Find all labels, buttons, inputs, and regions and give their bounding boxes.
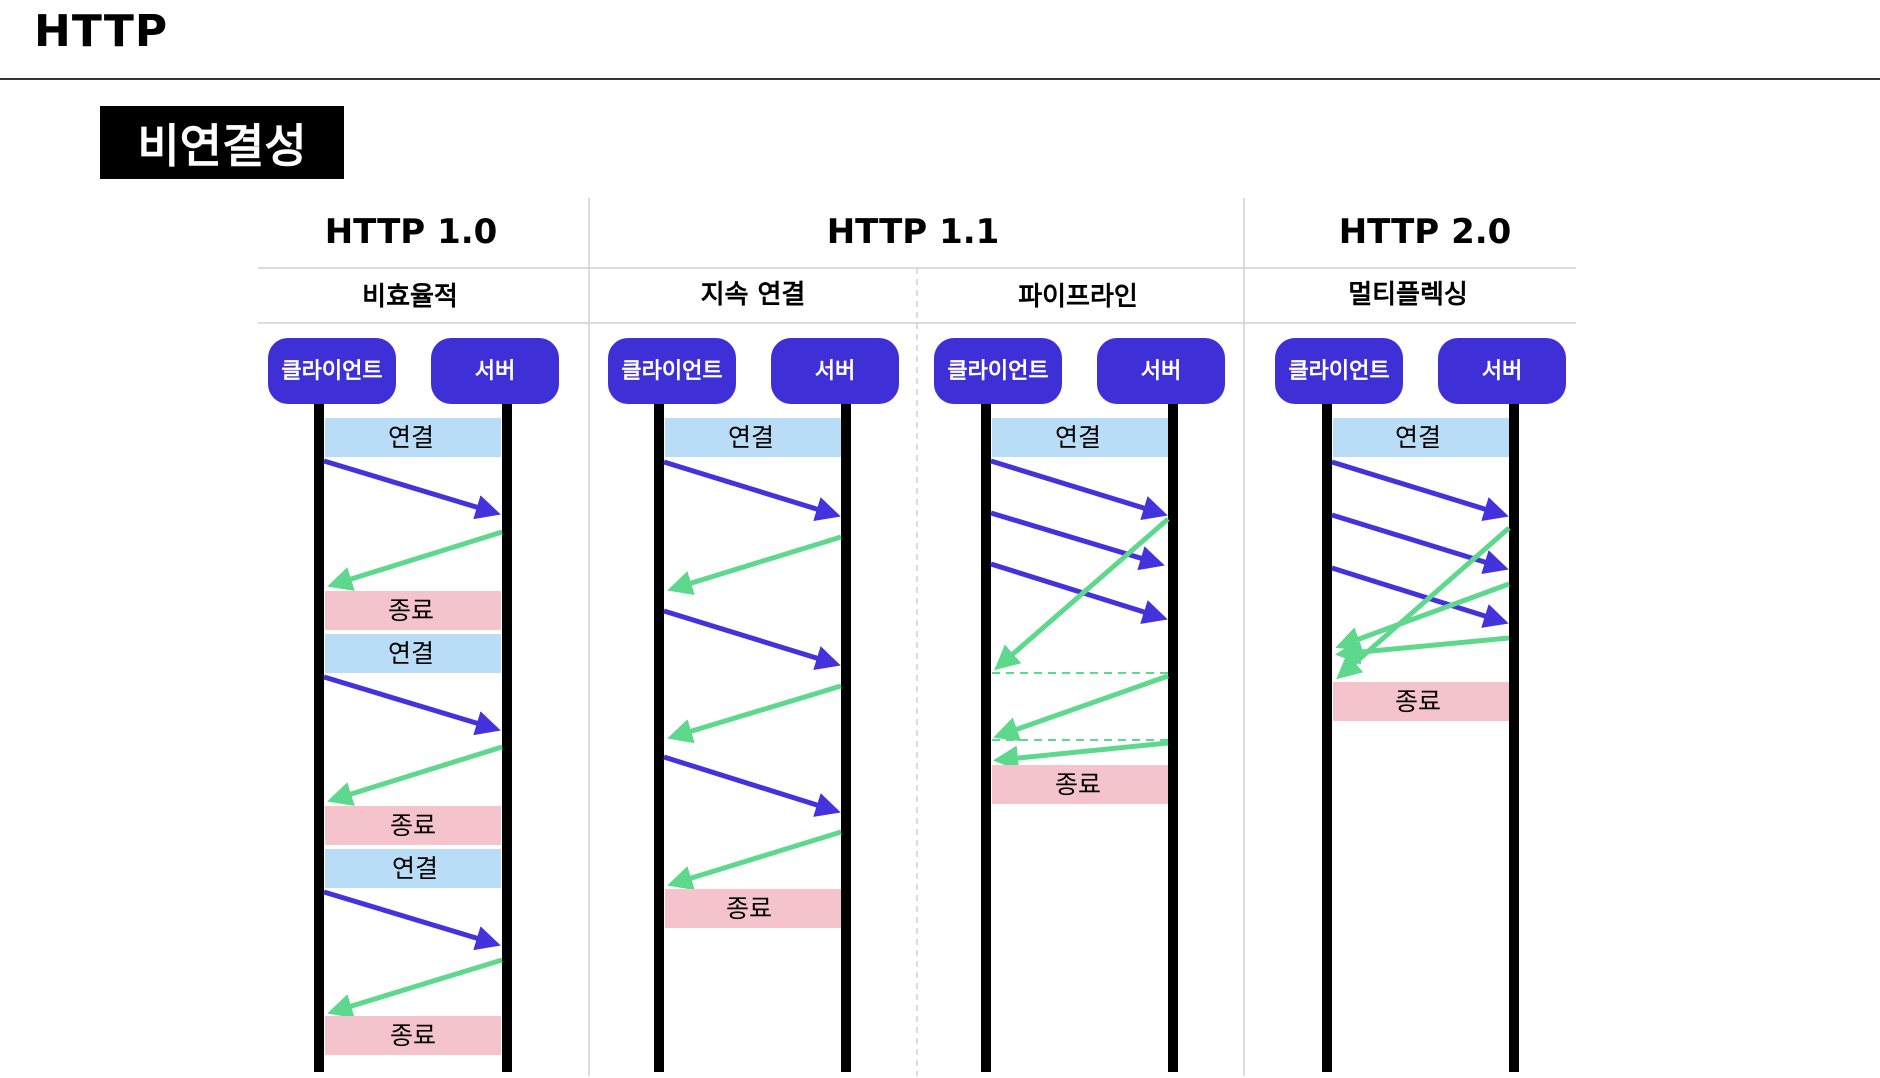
panel-persistent: 클라이언트 서버 연결 종료 — [608, 338, 899, 1072]
response-arrow — [993, 673, 1169, 742]
close-label: 종료 — [388, 596, 434, 625]
client-node — [934, 338, 1062, 404]
connect-label: 연결 — [388, 639, 434, 668]
client-node-label: 클라이언트 — [621, 359, 722, 384]
connect-label: 연결 — [392, 854, 438, 883]
server-node — [771, 338, 899, 404]
request-arrow — [323, 674, 501, 736]
server-node-label: 서버 — [1141, 359, 1181, 384]
server-node — [1097, 338, 1225, 404]
client-node — [268, 338, 396, 404]
server-node — [1438, 338, 1566, 404]
request-arrow — [1331, 565, 1509, 628]
client-node — [608, 338, 736, 404]
response-arrow — [667, 683, 842, 744]
request-arrow — [990, 458, 1168, 521]
connect-label: 연결 — [728, 423, 774, 452]
close-bar — [665, 889, 841, 928]
version-label-http20: HTTP 2.0 — [1339, 212, 1512, 252]
version-label-http11: HTTP 1.1 — [827, 212, 1000, 252]
section-tag: 비연결성 — [100, 106, 344, 179]
close-label: 종료 — [390, 1021, 436, 1050]
connect-bar — [325, 418, 501, 457]
response-arrow — [327, 529, 503, 591]
response-arrow — [993, 740, 1169, 771]
mode-label-inefficient: 비효율적 — [362, 282, 458, 312]
panel-multiplexing: 클라이언트 서버 연결 종료 — [1275, 338, 1566, 1072]
response-arrow — [994, 517, 1170, 671]
request-arrow — [1331, 512, 1509, 575]
close-label: 종료 — [390, 811, 436, 840]
request-arrow — [323, 889, 501, 951]
connect-label: 연결 — [1055, 423, 1101, 452]
close-bar — [325, 591, 501, 630]
close-label: 종료 — [726, 894, 772, 923]
client-node-label: 클라이언트 — [1288, 359, 1389, 384]
mode-label-pipeline: 파이프라인 — [1018, 282, 1138, 312]
response-arrow — [327, 957, 503, 1019]
connect-label: 연결 — [1395, 423, 1441, 452]
close-bar — [992, 765, 1168, 804]
server-node-label: 서버 — [815, 359, 855, 384]
request-arrow — [1331, 459, 1509, 522]
response-arrow — [1335, 581, 1510, 651]
connect-bar — [992, 418, 1168, 457]
request-arrow — [663, 608, 841, 671]
close-bar — [325, 806, 501, 845]
server-node — [431, 338, 559, 404]
request-arrow — [323, 458, 501, 520]
server-node-label: 서버 — [475, 359, 515, 384]
connect-label: 연결 — [388, 423, 434, 452]
page-title: HTTP — [34, 6, 169, 57]
client-node-label: 클라이언트 — [281, 359, 382, 384]
response-arrow — [667, 534, 842, 596]
close-label: 종료 — [1395, 687, 1441, 716]
client-node-label: 클라이언트 — [947, 359, 1048, 384]
connect-bar — [325, 849, 501, 888]
close-label: 종료 — [1055, 770, 1101, 799]
title-divider — [0, 78, 1880, 80]
request-arrow — [990, 510, 1165, 571]
response-arrow — [667, 829, 842, 891]
panel-http10: 클라이언트 서버 연결 종료 연결 종료 연결 종료 — [268, 338, 559, 1072]
mode-label-multiplexing: 멀티플렉싱 — [1348, 280, 1468, 310]
table-grid — [258, 198, 1576, 1076]
version-label-http10: HTTP 1.0 — [325, 212, 498, 252]
connect-bar — [325, 634, 501, 673]
connect-bar — [665, 418, 841, 457]
request-arrow — [663, 754, 841, 817]
client-node — [1275, 338, 1403, 404]
close-bar — [1333, 682, 1509, 721]
response-arrow — [1335, 635, 1510, 665]
connect-bar — [1333, 418, 1509, 457]
panel-pipeline: 클라이언트 서버 연결 종료 — [934, 338, 1225, 1072]
request-arrow — [663, 459, 841, 522]
response-arrow — [327, 744, 503, 806]
close-bar — [325, 1016, 501, 1055]
server-node-label: 서버 — [1482, 359, 1522, 384]
mode-label-persistent: 지속 연결 — [701, 280, 806, 310]
request-arrow — [990, 561, 1168, 624]
